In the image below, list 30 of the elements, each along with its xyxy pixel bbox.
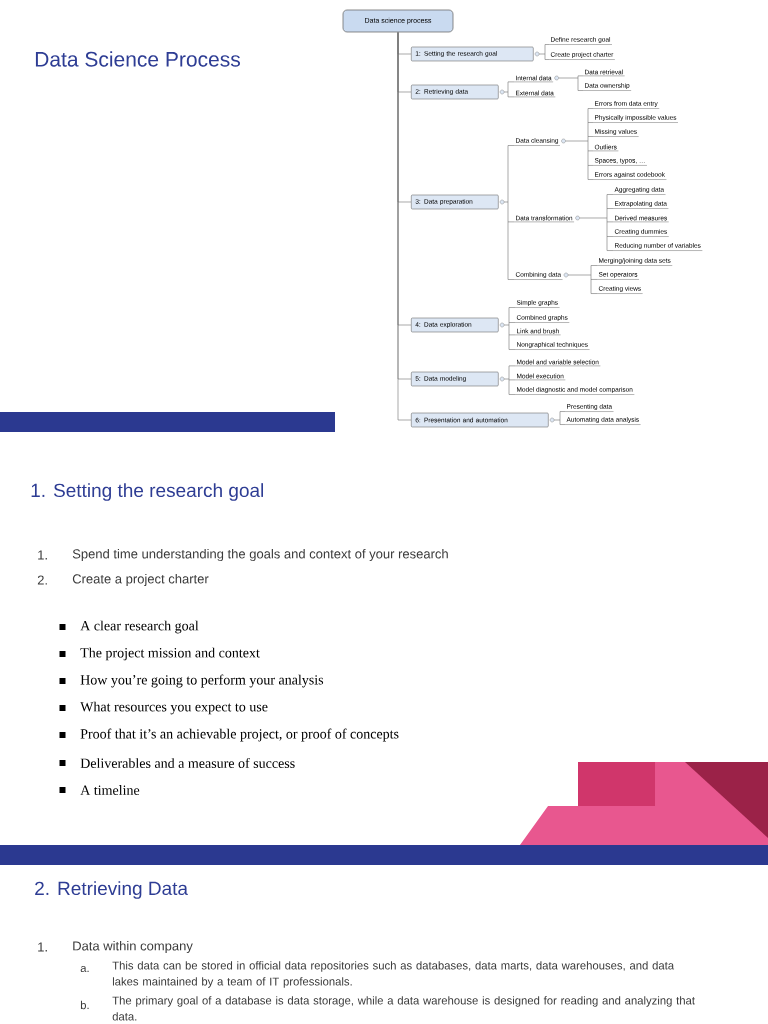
list-item: Data within company: [73, 940, 193, 954]
section-heading: 2. Retrieving Data: [35, 881, 188, 899]
list-item: Create a project charter: [72, 573, 209, 587]
list-item: Spend time understanding the goals and context of your research: [72, 548, 448, 562]
connector-line: [579, 194, 614, 251]
bullet-item: A timeline: [80, 785, 140, 795]
bullet-item: A clear research goal: [80, 620, 199, 634]
connector-line: [567, 265, 598, 294]
list-number: 1.: [38, 942, 47, 952]
bullet-item: The project mission and context: [80, 647, 260, 661]
list-number: 2.: [37, 575, 47, 585]
bullet-item: What resources you expect to use: [80, 701, 268, 715]
bullet-item: Deliverables and a measure of success: [80, 758, 295, 768]
list-number: 1.: [38, 550, 47, 560]
list-item: This data can be stored in official data repositories such as databases, data marts, data warehouses, and data lakes maintained by a team of IT professionals.: [112, 961, 675, 988]
list-letter: b.: [80, 1000, 89, 1010]
bullet-item: How you’re going to perform your analysis: [80, 674, 324, 688]
connector-line: [503, 81, 515, 98]
slide-title: Data Science Process: [35, 51, 240, 67]
connector-line: [558, 75, 584, 91]
list-item: The primary goal of a database is data storage, while a data warehouse is designed for reading and analyzing that data.: [112, 996, 695, 1021]
connector-line: [503, 145, 515, 280]
list-letter: a.: [80, 965, 89, 973]
connector-line: [553, 411, 566, 425]
bullet-item: Proof that it’s an achievable project, or proof of concepts: [80, 728, 399, 742]
connector-line: [503, 365, 516, 395]
connector-line: [538, 44, 550, 60]
connector-line: [503, 307, 516, 350]
connector-line: [565, 108, 594, 180]
section-heading: 1. Setting the research goal: [31, 483, 263, 501]
